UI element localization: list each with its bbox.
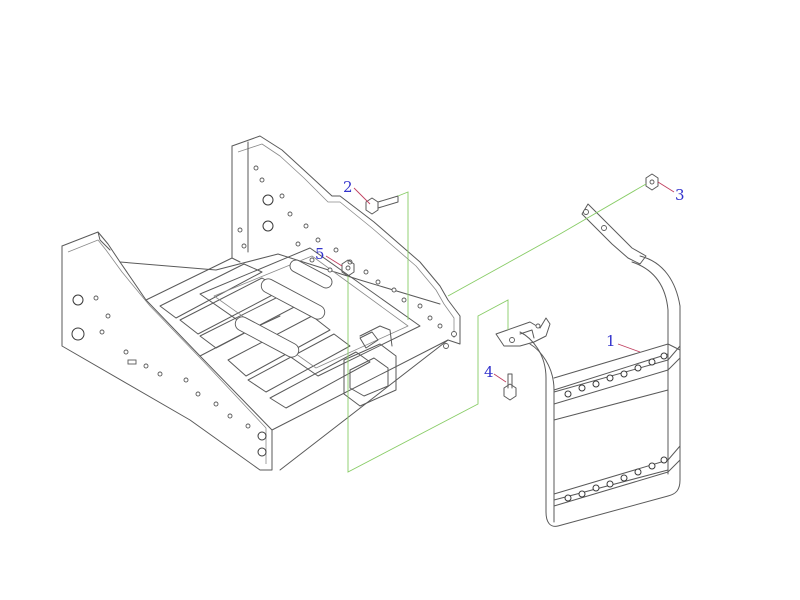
callout-label-4: 4 [484,363,494,381]
step-ladder [495,203,681,527]
callout-label-3: 3 [675,186,685,204]
hex-bolt-4 [503,373,517,401]
callout-label-5: 5 [315,245,325,263]
callout-2: 2 [343,178,371,205]
callout-label-1: 1 [606,332,616,350]
callout-3: 3 [657,181,685,204]
flange-nut-3 [645,173,659,191]
flange-nut-5 [341,259,355,277]
assembly-paths [347,183,647,473]
callout-4: 4 [484,363,507,383]
callout-1: 1 [606,332,641,353]
hex-bolt-2 [365,195,399,215]
callout-5: 5 [315,245,343,267]
callout-label-2: 2 [343,178,353,196]
mounting-frame [61,135,461,471]
